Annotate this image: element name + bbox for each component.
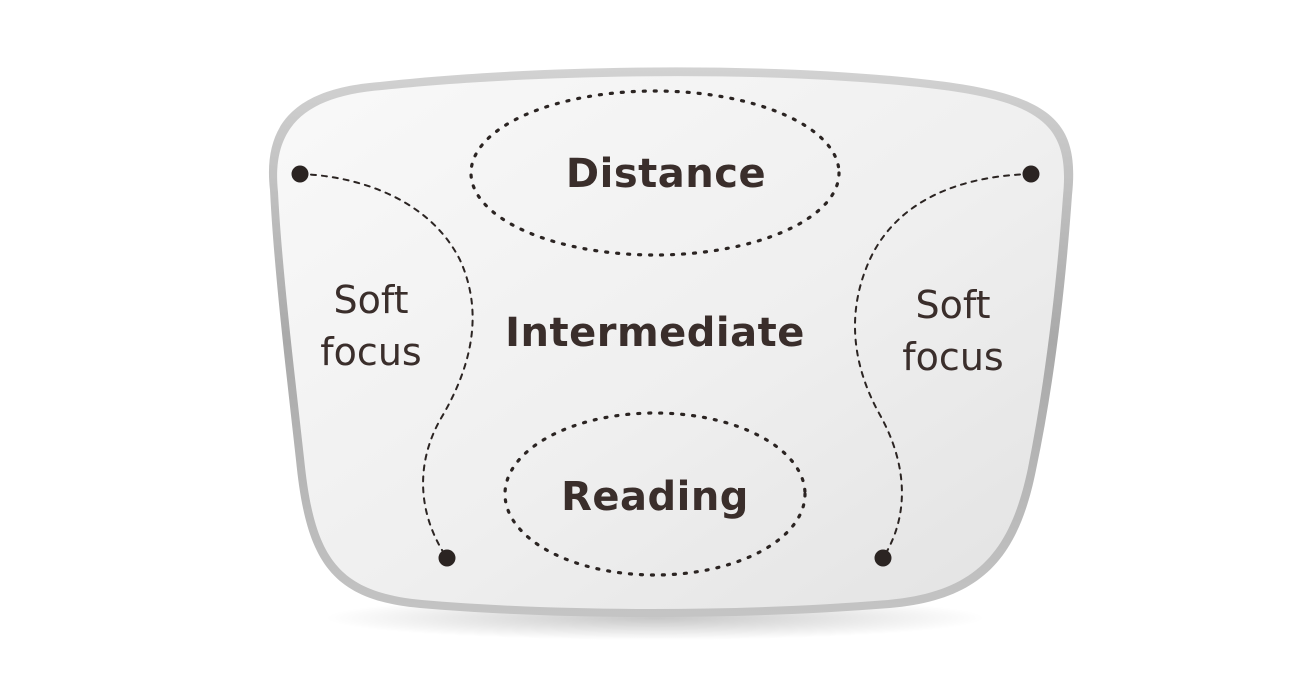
- right-soft-focus-boundary: [853, 173, 1032, 559]
- intermediate-label: Intermediate: [505, 310, 805, 356]
- soft-focus-left-line1: Soft: [334, 278, 409, 322]
- distance-label: Distance: [566, 151, 766, 197]
- lens-surface: [277, 76, 1065, 609]
- reading-zone-outline: [503, 411, 807, 577]
- soft-focus-left-line2: focus: [320, 330, 421, 374]
- right-top-dot: [1022, 165, 1040, 183]
- left-soft-focus-boundary: [299, 173, 474, 559]
- soft-focus-right-line2: focus: [902, 335, 1003, 379]
- distance-zone-outline: [469, 89, 841, 257]
- reading-label: Reading: [561, 474, 749, 520]
- soft-focus-right-line1: Soft: [916, 283, 991, 327]
- left-top-dot: [291, 165, 309, 183]
- left-bottom-dot: [438, 549, 456, 567]
- right-bottom-dot: [874, 549, 892, 567]
